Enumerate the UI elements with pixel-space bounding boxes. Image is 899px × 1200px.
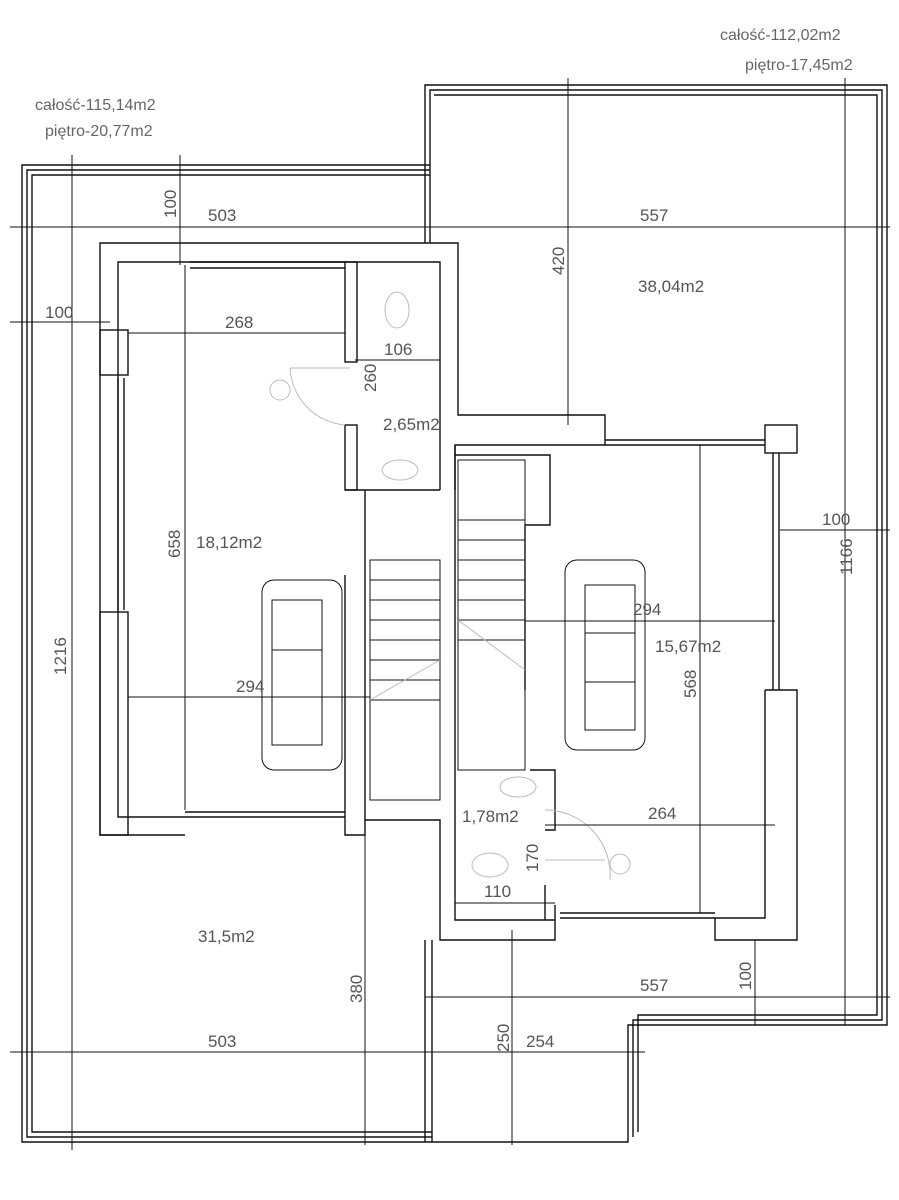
right-unit-walls <box>455 424 798 941</box>
sofa-left <box>261 579 343 771</box>
dimension-label: 100 <box>736 962 755 990</box>
door-handle <box>609 853 631 875</box>
dimension-label: 557 <box>640 206 668 225</box>
terrace-left-outline <box>21 164 432 1143</box>
dimension-lines <box>10 78 890 1150</box>
right-total-area: całość-112,02m2 <box>720 27 841 44</box>
area-label: 31,5m2 <box>198 927 255 946</box>
door-swing-bottom <box>544 809 611 881</box>
dimension-label: 1216 <box>51 637 70 675</box>
sink-icon <box>381 459 419 481</box>
door-swing-top <box>289 367 350 426</box>
dimension-label: 420 <box>549 247 568 275</box>
left-total-area: całość-115,14m2 <box>35 97 156 114</box>
terrace-right-outline <box>424 84 888 1143</box>
dimension-label: 268 <box>225 313 253 332</box>
dimension-label: 503 <box>208 1032 236 1051</box>
left-floor-area: piętro-20,77m2 <box>45 123 153 140</box>
dimension-label: 1166 <box>837 538 856 575</box>
dimension-label: 658 <box>165 530 184 558</box>
dimension-label: 250 <box>494 1024 513 1052</box>
area-label: 18,12m2 <box>196 533 262 552</box>
toilet-icon <box>471 852 509 878</box>
area-label: 38,04m2 <box>638 277 704 296</box>
dimension-label: 170 <box>523 844 542 872</box>
dimension-label: 264 <box>648 804 676 823</box>
dimension-label: 106 <box>384 340 412 359</box>
dimension-label: 100 <box>822 510 850 529</box>
toilet-icon <box>384 291 410 329</box>
dimension-label: 557 <box>640 976 668 995</box>
dimension-label: 100 <box>161 190 180 218</box>
right-floor-area: piętro-17,45m2 <box>745 57 853 74</box>
dimension-label: 100 <box>45 303 73 322</box>
left-unit-walls <box>99 242 606 941</box>
dimension-label: 110 <box>484 882 511 901</box>
area-label: 1,78m2 <box>462 807 519 826</box>
area-label: 2,65m2 <box>383 415 440 434</box>
sofa-right <box>564 559 646 751</box>
area-label: 15,67m2 <box>655 637 721 656</box>
dimension-label: 294 <box>236 677 264 696</box>
door-handle <box>269 379 291 401</box>
dimension-label: 260 <box>361 364 380 392</box>
sink-icon <box>499 776 537 798</box>
dimension-label: 380 <box>347 975 366 1003</box>
stairs <box>369 459 526 801</box>
dimension-label: 568 <box>681 670 700 698</box>
dimension-label: 294 <box>633 600 661 619</box>
dimension-label: 254 <box>526 1032 554 1051</box>
dimension-label: 503 <box>208 206 236 225</box>
